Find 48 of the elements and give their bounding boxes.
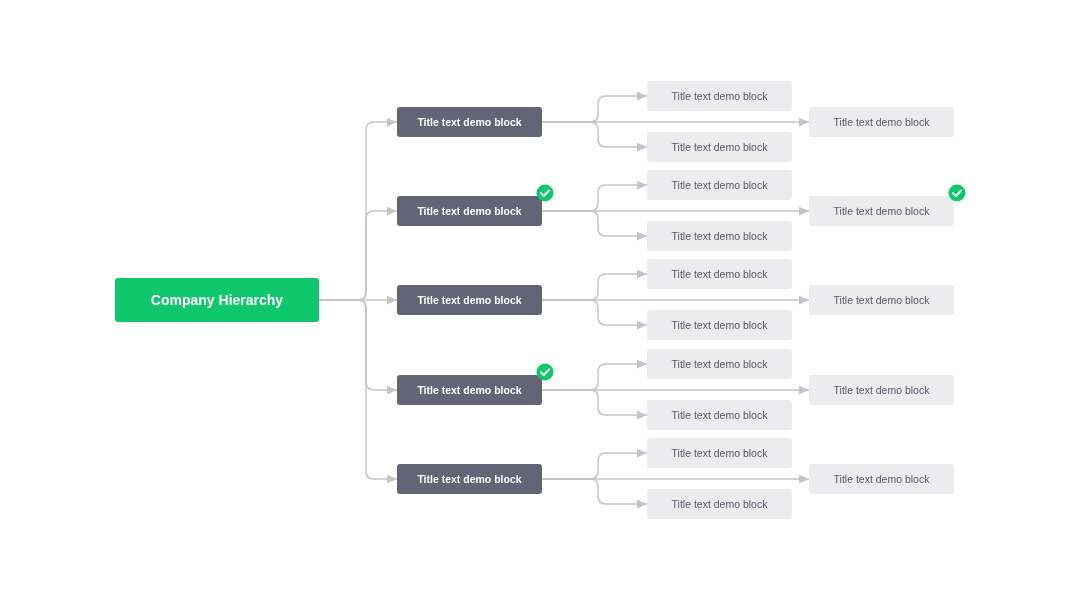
node-label: Title text demo block	[417, 205, 522, 217]
team-box	[809, 285, 954, 315]
root-box	[115, 278, 319, 322]
team-box	[647, 170, 792, 200]
node-label: Title text demo block	[671, 358, 768, 370]
connector-arrow	[541, 299, 648, 330]
node-label: Title text demo block	[671, 409, 768, 421]
node-label: Title text demo block	[671, 319, 768, 331]
node-label: Title text demo block	[671, 268, 768, 280]
team-box	[647, 81, 792, 111]
department-box	[397, 375, 542, 405]
node-label: Title text demo block	[671, 90, 768, 102]
department-box	[397, 107, 542, 137]
team-box	[647, 400, 792, 430]
connector-arrow	[541, 389, 648, 420]
team-box	[647, 310, 792, 340]
team-box	[647, 349, 792, 379]
node-label: Title text demo block	[671, 447, 768, 459]
node-label: Company Hierarchy	[150, 292, 284, 308]
connector-arrow	[541, 210, 648, 241]
node-label: Title text demo block	[671, 141, 768, 153]
team-box	[809, 107, 954, 137]
team-box	[809, 196, 954, 226]
team-box	[647, 438, 792, 468]
connector-arrow	[541, 478, 648, 509]
node-label: Title text demo block	[671, 498, 768, 510]
department-box	[397, 196, 542, 226]
node-label: Title text demo block	[833, 384, 930, 396]
node-label: Title text demo block	[671, 179, 768, 191]
team-box	[809, 375, 954, 405]
node-label: Title text demo block	[417, 116, 522, 128]
department-box	[397, 285, 542, 315]
team-box	[809, 464, 954, 494]
team-box	[647, 221, 792, 251]
node-label: Title text demo block	[833, 294, 930, 306]
node-label: Title text demo block	[417, 473, 522, 485]
team-box	[647, 132, 792, 162]
connector-arrow	[541, 121, 648, 152]
node-label: Title text demo block	[671, 230, 768, 242]
connector-arrow	[318, 299, 398, 484]
node-label: Title text demo block	[833, 116, 930, 128]
node-label: Title text demo block	[417, 384, 522, 396]
node-label: Title text demo block	[833, 473, 930, 485]
node-label: Title text demo block	[833, 205, 930, 217]
team-box	[647, 259, 792, 289]
node-label: Title text demo block	[417, 294, 522, 306]
team-box	[647, 489, 792, 519]
department-box	[397, 464, 542, 494]
